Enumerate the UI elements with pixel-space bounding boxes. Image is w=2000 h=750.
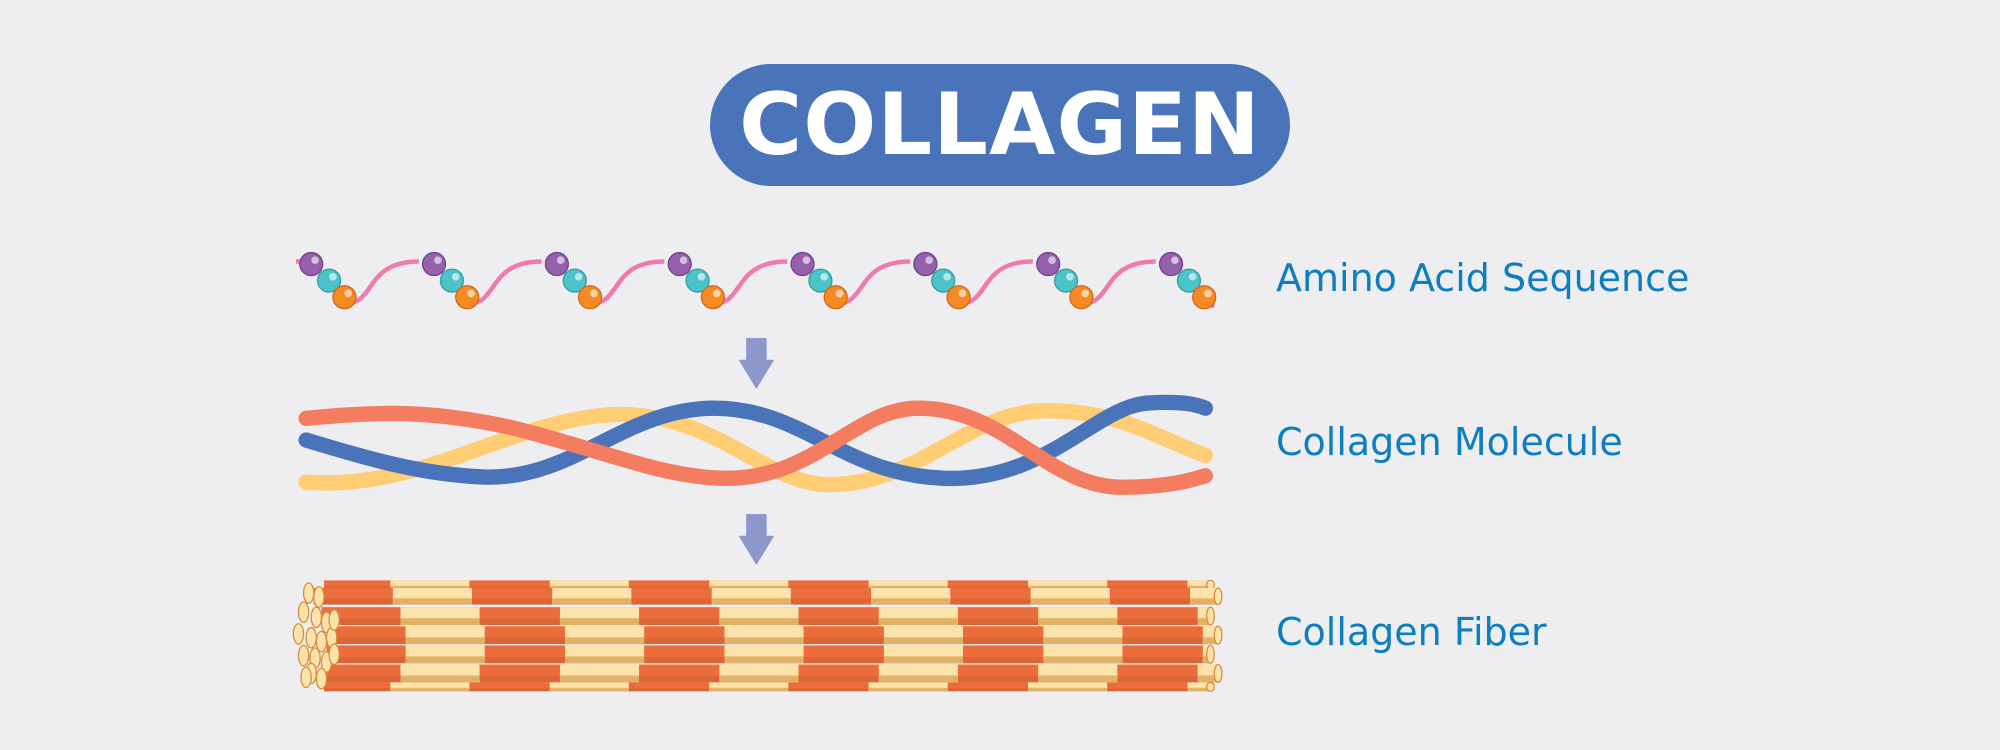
purple-amino-acid bbox=[544, 251, 570, 277]
strand-blue bbox=[298, 394, 1214, 486]
fibril-band bbox=[549, 682, 629, 692]
purple-amino-acid bbox=[421, 251, 447, 277]
fibril-band bbox=[1187, 580, 1211, 590]
fibril-end bbox=[302, 582, 315, 604]
fibril-band bbox=[709, 682, 789, 692]
label-collagen-fiber: Collagen Fiber bbox=[1276, 610, 1547, 654]
label-collagen-molecule: Collagen Molecule bbox=[1276, 420, 1623, 464]
collagen-molecule bbox=[298, 394, 1214, 495]
fibril-band bbox=[549, 580, 629, 590]
purple-amino-acid bbox=[790, 251, 815, 277]
purple-amino-acid bbox=[1036, 251, 1061, 277]
fibril-end bbox=[305, 626, 317, 649]
arrow-down-icon bbox=[738, 338, 775, 390]
fibril-band bbox=[390, 682, 470, 692]
purple-amino-acid bbox=[1158, 251, 1184, 277]
fibril-end bbox=[300, 666, 312, 689]
fibril-band bbox=[1187, 682, 1211, 692]
purple-amino-acid bbox=[913, 251, 938, 277]
fibril-end bbox=[310, 606, 323, 629]
fibril-end bbox=[292, 623, 305, 645]
orange-amino-acid bbox=[577, 285, 603, 310]
fibril-band bbox=[1028, 682, 1108, 692]
collagen-fiber bbox=[292, 579, 1223, 692]
strand-orange bbox=[298, 400, 1214, 495]
purple-amino-acid bbox=[299, 251, 324, 277]
orange-amino-acid bbox=[1192, 285, 1217, 310]
label-amino-acid-sequence: Amino Acid Sequence bbox=[1276, 256, 1690, 300]
fibril-end bbox=[328, 609, 340, 631]
orange-amino-acid bbox=[823, 285, 848, 310]
strand-yellow bbox=[298, 403, 1214, 493]
orange-amino-acid bbox=[1069, 285, 1094, 310]
fibril-end bbox=[328, 643, 340, 666]
purple-amino-acid bbox=[667, 251, 692, 277]
fibril-end bbox=[313, 586, 325, 608]
orange-amino-acid bbox=[946, 285, 971, 310]
fibril-band bbox=[868, 580, 948, 590]
page-title: COLLAGEN bbox=[739, 75, 1261, 175]
orange-amino-acid bbox=[455, 285, 480, 310]
amino-acid-sequence bbox=[295, 251, 1217, 310]
title-banner: COLLAGEN bbox=[710, 64, 1290, 186]
fibril-band bbox=[390, 580, 470, 590]
arrow-down-icon bbox=[738, 514, 775, 566]
fibril-end bbox=[297, 601, 310, 624]
orange-amino-acid bbox=[332, 285, 357, 310]
fibril-band bbox=[1028, 580, 1108, 590]
orange-amino-acid bbox=[700, 285, 726, 310]
fibril-band bbox=[868, 682, 948, 692]
fibril-end bbox=[315, 667, 328, 690]
fibril-end bbox=[297, 644, 310, 667]
fibril-band bbox=[709, 580, 789, 590]
